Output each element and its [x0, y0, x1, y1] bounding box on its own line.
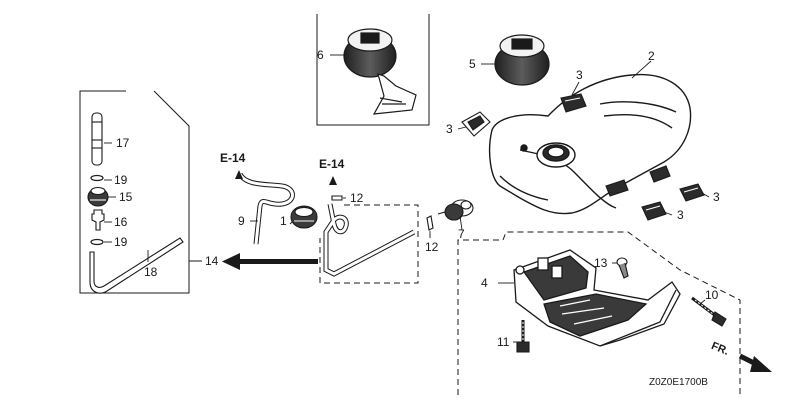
callout-3-right-upper: 3: [713, 190, 720, 204]
callout-10: 10: [705, 288, 719, 302]
bolt-10[interactable]: [691, 296, 727, 327]
return-hose-9[interactable]: [237, 172, 295, 245]
callout-19-lower: 19: [114, 235, 128, 249]
callout-18: 18: [144, 265, 158, 279]
clip-12-upper[interactable]: [331, 195, 343, 201]
callout-1: 1: [280, 214, 287, 228]
callout-12-upper: 12: [350, 191, 364, 205]
callout-2: 2: [648, 49, 655, 63]
fuel-tube-box: [319, 204, 419, 284]
callout-4: 4: [481, 276, 488, 290]
e14-arrow-right: [329, 176, 337, 185]
tank-mount-rubber-left[interactable]: [461, 111, 491, 137]
arrow-14: [222, 253, 318, 270]
callout-9: 9: [238, 214, 245, 228]
joint-16[interactable]: [91, 209, 105, 231]
callout-3-right-lower: 3: [677, 208, 684, 222]
callout-14: 14: [205, 254, 219, 268]
tank-cap[interactable]: [494, 34, 550, 86]
fuel-filter-7[interactable]: [437, 199, 474, 221]
ref-e14-right: E-14: [319, 157, 345, 171]
callout-3-left: 3: [446, 122, 453, 136]
leader-lines: [104, 54, 710, 343]
fuel-cap-with-strap[interactable]: [343, 28, 417, 115]
fuel-tube-18[interactable]: [89, 237, 184, 294]
fuel-cap-box: [316, 14, 430, 126]
clip-19-upper[interactable]: [90, 174, 104, 182]
tank-protector[interactable]: [513, 249, 681, 347]
e14-arrow-left: [235, 170, 243, 179]
tank-mount-rubber-right[interactable]: [605, 165, 705, 221]
callout-5: 5: [469, 57, 476, 71]
bolt-13[interactable]: [616, 257, 629, 279]
callout-15: 15: [119, 190, 133, 204]
grommet-1[interactable]: [290, 205, 318, 229]
callout-6: 6: [317, 48, 324, 62]
tank-protector-box: [457, 231, 741, 395]
clip-19-lower[interactable]: [90, 238, 104, 246]
front-direction-arrow: [738, 353, 772, 372]
callout-17: 17: [116, 136, 130, 150]
tank-mount-rubber-top[interactable]: [560, 93, 587, 113]
diagram-code: Z0Z0E1700B: [649, 377, 708, 388]
callout-12-lower: 12: [425, 240, 439, 254]
callout-11: 11: [497, 335, 510, 349]
callout-19-upper: 19: [114, 173, 128, 187]
callout-16: 16: [114, 215, 128, 229]
callout-13: 13: [594, 256, 608, 270]
fuel-tank[interactable]: [488, 73, 692, 215]
fuel-tube-main[interactable]: [323, 203, 416, 277]
bolt-11[interactable]: [516, 320, 530, 353]
fuel-pipe-17[interactable]: [91, 112, 103, 166]
grommet-15[interactable]: [87, 186, 109, 207]
callout-3-top: 3: [576, 68, 583, 82]
callout-7: 7: [458, 227, 465, 241]
fuel-pipe-box: [79, 90, 190, 294]
ref-e14-left: E-14: [220, 151, 246, 165]
clip-12-lower[interactable]: [426, 215, 434, 231]
